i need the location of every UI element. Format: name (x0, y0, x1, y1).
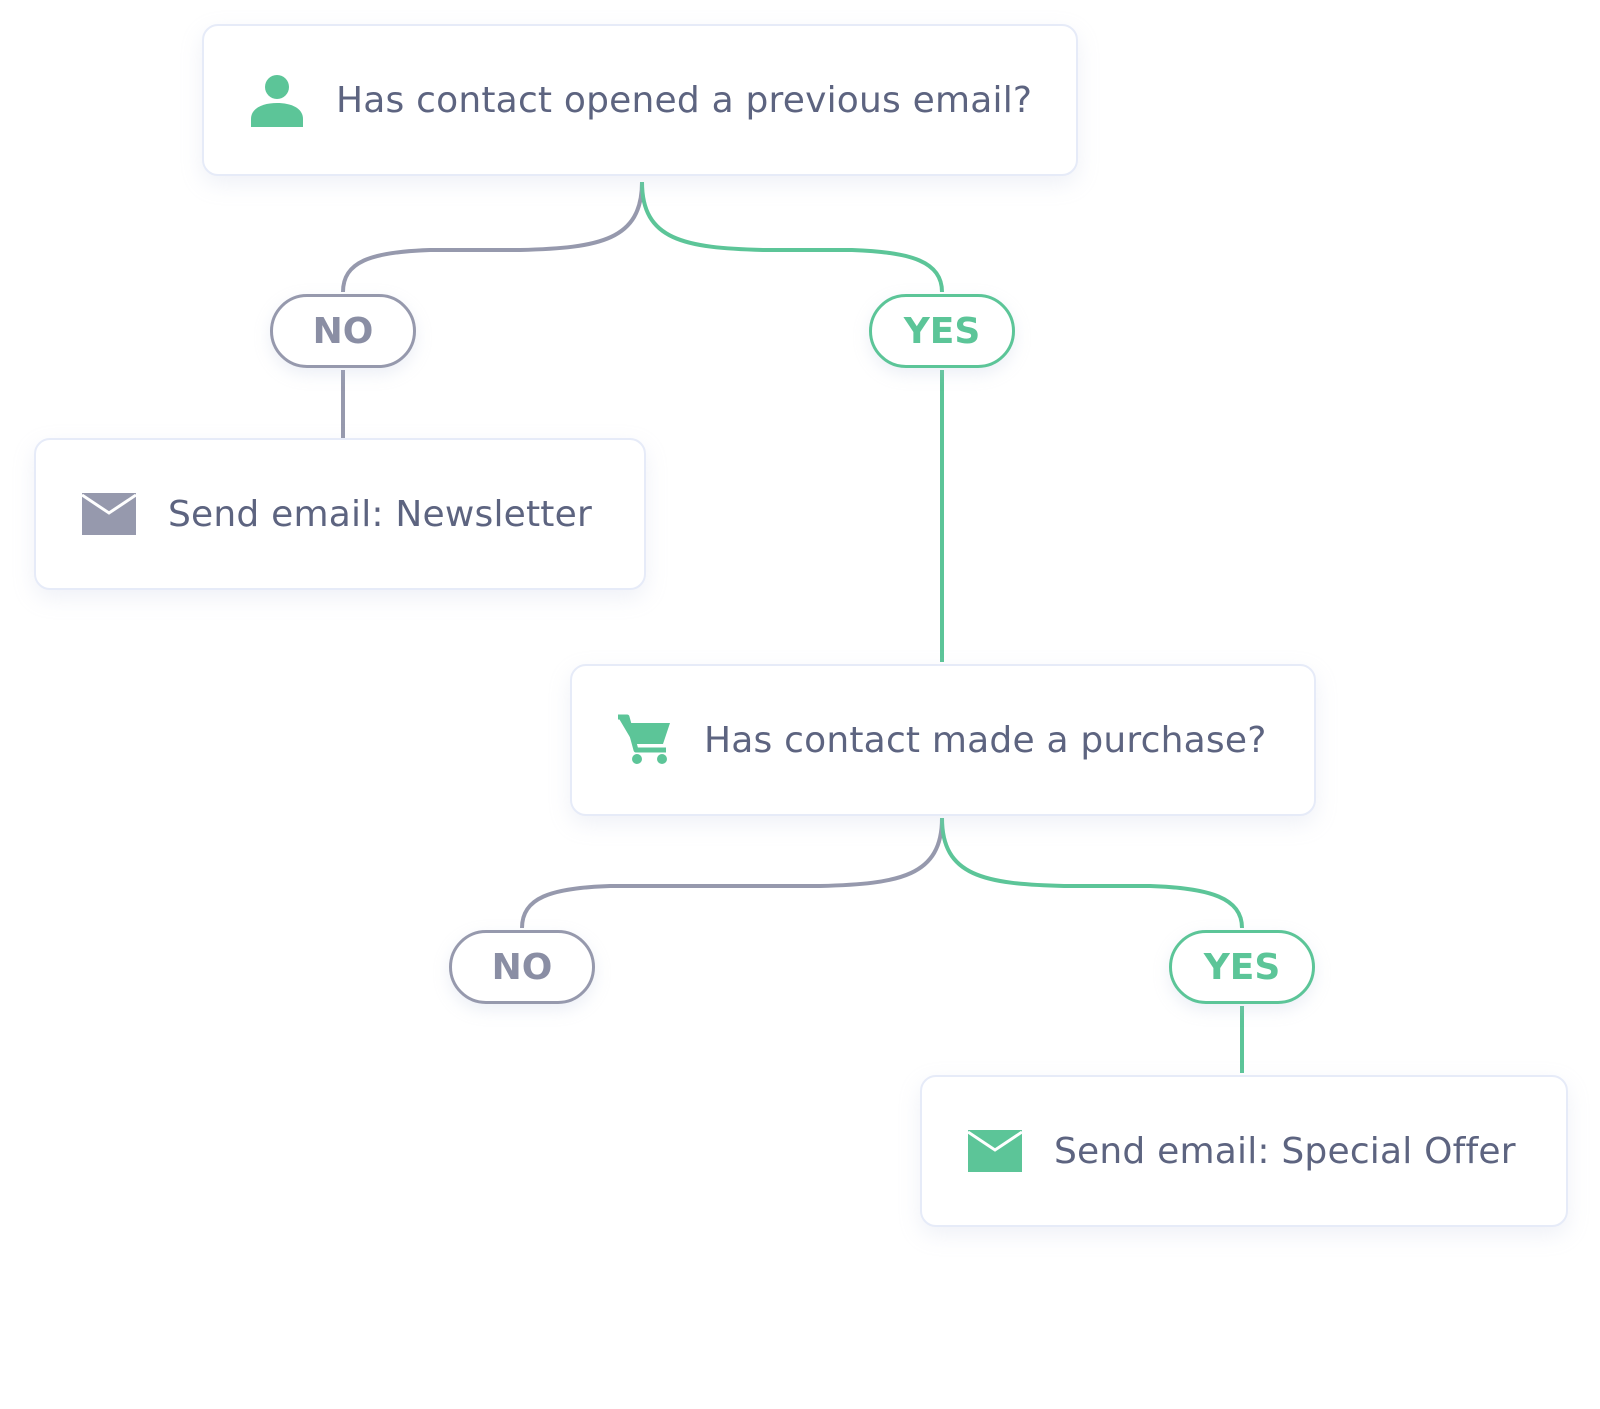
connector-opened-no (341, 181, 644, 293)
action-send-special-offer-node[interactable]: Send email: Special Offer (920, 1075, 1568, 1227)
envelope-icon (80, 487, 138, 541)
node-label: Has contact opened a previous email? (336, 79, 1033, 121)
connector-purchase-yes (940, 817, 1244, 929)
user-icon (248, 73, 306, 127)
branch-yes-pill[interactable]: YES (1169, 930, 1315, 1004)
connector-purchase-no (520, 817, 944, 929)
condition-purchase-node[interactable]: Has contact made a purchase? (570, 664, 1316, 816)
condition-opened-email-node[interactable]: Has contact opened a previous email? (202, 24, 1078, 176)
action-send-newsletter-node[interactable]: Send email: Newsletter (34, 438, 646, 590)
branch-no-pill[interactable]: NO (270, 294, 416, 368)
branch-no-pill[interactable]: NO (449, 930, 595, 1004)
node-label: Send email: Newsletter (168, 493, 592, 535)
envelope-icon (966, 1124, 1024, 1178)
branch-yes-pill[interactable]: YES (869, 294, 1015, 368)
node-label: Send email: Special Offer (1054, 1130, 1516, 1172)
node-label: Has contact made a purchase? (704, 719, 1267, 761)
connector-opened-yes (640, 181, 944, 293)
shopping-cart-icon (616, 713, 674, 767)
